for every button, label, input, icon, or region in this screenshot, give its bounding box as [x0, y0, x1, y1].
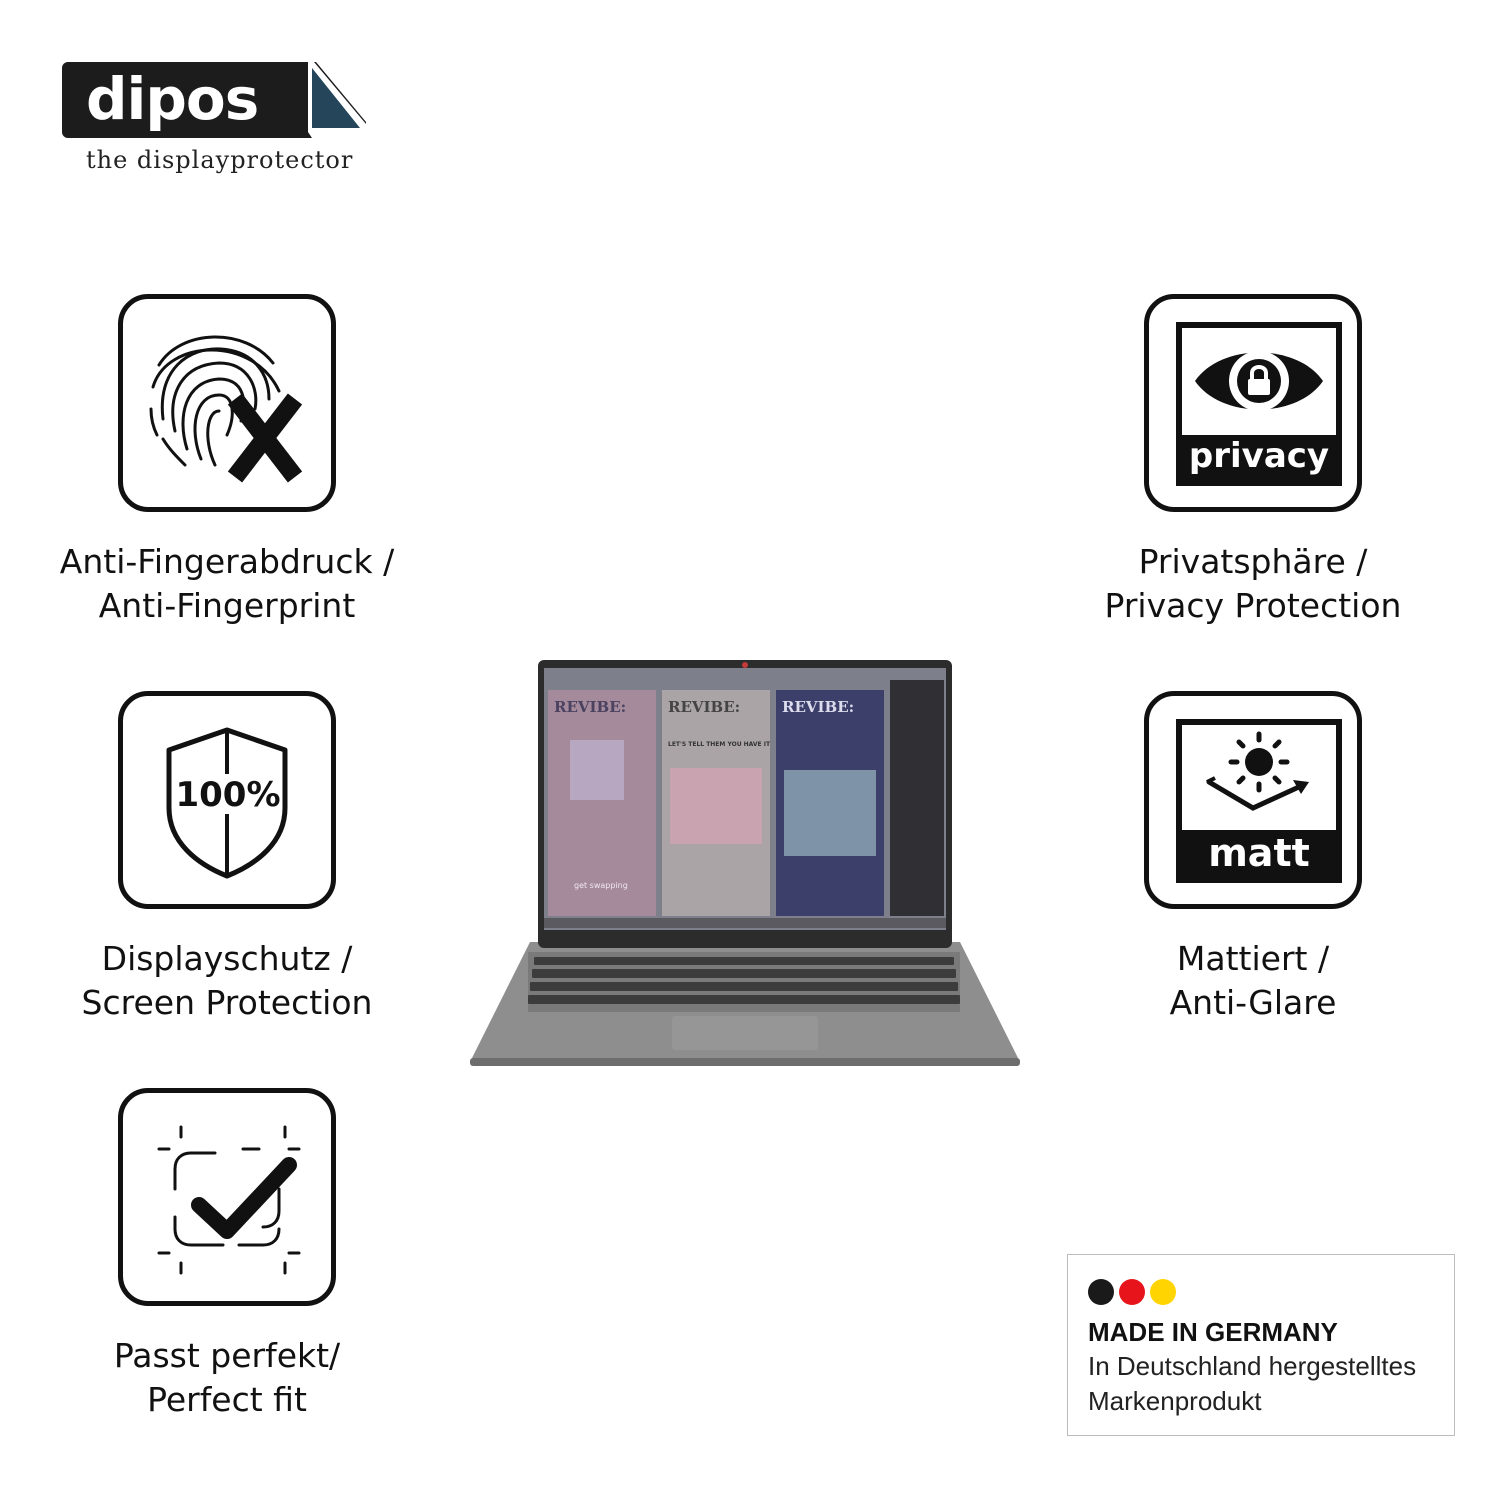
logo-wordmark: dipos — [86, 65, 259, 133]
fingerprint-x-icon — [149, 335, 303, 483]
feature-caption: Anti-Fingerabdruck / Anti-Fingerprint — [17, 540, 437, 628]
caption-line-en: Anti-Fingerprint — [98, 586, 356, 625]
laptop-panel-title: REVIBE: — [782, 698, 854, 716]
feature-icon-frame: matt — [1144, 691, 1362, 909]
feature-screen-protection: 100% Displayschutz / Screen Protection — [17, 691, 437, 1025]
laptop-illustration: REVIBE: REVIBE: REVIBE: get swapping LET… — [470, 660, 1020, 1066]
feature-anti-fingerprint: Anti-Fingerabdruck / Anti-Fingerprint — [17, 294, 437, 628]
made-in-germany-subtitle: In Deutschland hergestelltes Markenprodu… — [1088, 1349, 1416, 1419]
caption-line-de: Mattiert / — [1176, 939, 1330, 978]
laptop-panel-title: REVIBE: — [668, 698, 740, 716]
laptop-panel-text: get swapping — [574, 881, 628, 890]
logo-page-corner-icon — [308, 62, 366, 138]
feature-privacy: privacy Privatsphäre / Privacy Protectio… — [1043, 294, 1463, 628]
matt-badge-label: matt — [1208, 831, 1310, 875]
caption-line-de: Privatsphäre / — [1138, 542, 1368, 581]
made-in-germany-badge: MADE IN GERMANY In Deutschland hergestel… — [1067, 1254, 1455, 1436]
privacy-badge-label: privacy — [1189, 436, 1329, 476]
flag-dot-gold — [1150, 1279, 1176, 1305]
feature-caption: Passt perfekt/ Perfect fit — [17, 1334, 437, 1422]
caption-line-en: Privacy Protection — [1104, 586, 1402, 625]
feature-perfect-fit: Passt perfekt/ Perfect fit — [17, 1088, 437, 1422]
made-in-germany-line: In Deutschland hergestelltes — [1088, 1351, 1417, 1381]
feature-caption: Displayschutz / Screen Protection — [17, 937, 437, 1025]
feature-caption: Privatsphäre / Privacy Protection — [1043, 540, 1463, 628]
logo-tagline: the displayprotector — [86, 146, 354, 174]
caption-line-en: Anti-Glare — [1169, 983, 1337, 1022]
fit-check-icon — [157, 1125, 301, 1275]
feature-caption: Mattiert / Anti-Glare — [1043, 937, 1463, 1025]
feature-icon-frame — [118, 294, 336, 512]
flag-dot-black — [1088, 1279, 1114, 1305]
feature-icon-frame: privacy — [1144, 294, 1362, 512]
laptop-panel-text: LET'S TELL THEM YOU HAVE IT — [668, 741, 771, 748]
laptop-panel-title: REVIBE: — [554, 698, 626, 716]
shield-label: 100% — [175, 775, 280, 815]
flag-dot-red — [1119, 1279, 1145, 1305]
caption-line-de: Displayschutz / — [101, 939, 353, 978]
made-in-germany-title: MADE IN GERMANY — [1088, 1317, 1338, 1347]
shield-100-icon: 100% — [166, 727, 288, 879]
brand-logo: dipos the displayprotector — [62, 62, 372, 182]
caption-line-en: Screen Protection — [81, 983, 373, 1022]
caption-line-de: Passt perfekt/ — [113, 1336, 341, 1375]
feature-icon-frame — [118, 1088, 336, 1306]
matt-sun-icon: matt — [1176, 719, 1342, 883]
caption-line-en: Perfect fit — [147, 1380, 307, 1419]
privacy-eye-lock-icon: privacy — [1176, 322, 1342, 486]
caption-line-de: Anti-Fingerabdruck / — [59, 542, 395, 581]
made-in-germany-line: Markenprodukt — [1088, 1386, 1262, 1416]
feature-matte: matt Mattiert / Anti-Glare — [1043, 691, 1463, 1025]
feature-icon-frame: 100% — [118, 691, 336, 909]
